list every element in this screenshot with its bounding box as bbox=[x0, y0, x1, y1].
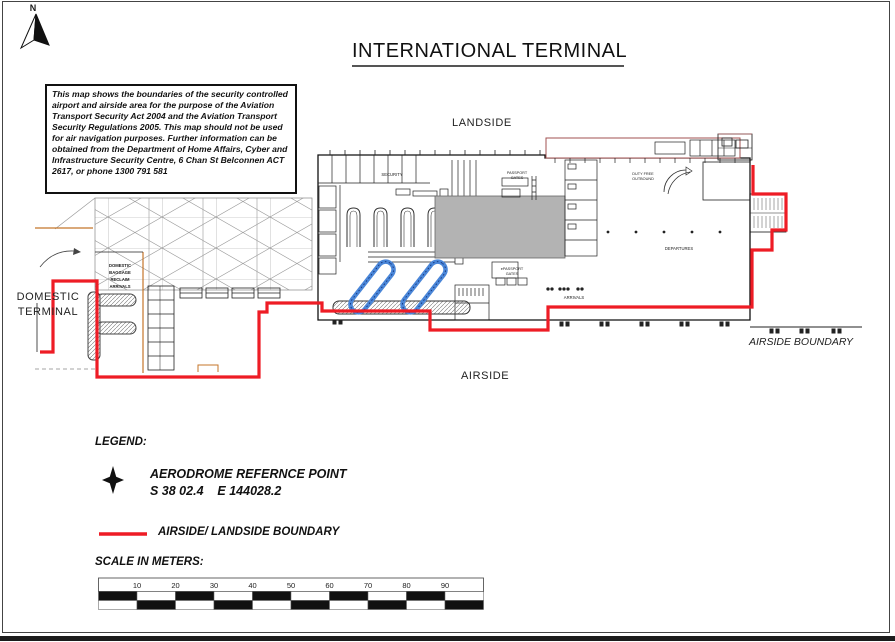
domestic-baggage-label-4: ARRIVALS bbox=[109, 284, 130, 289]
svg-text:30: 30 bbox=[210, 581, 218, 590]
northeast-annex bbox=[717, 133, 753, 161]
arrivals-rooms bbox=[454, 261, 584, 321]
apron-edge bbox=[332, 319, 862, 334]
page-border bbox=[2, 1, 890, 633]
passport-gates-upper bbox=[501, 176, 537, 200]
passport-gates-upper-label-2: GATES bbox=[511, 176, 524, 180]
north-label: N bbox=[30, 3, 37, 13]
svg-text:90: 90 bbox=[441, 581, 449, 590]
security-label: SECURITY bbox=[381, 172, 402, 177]
dutyfree-label-1: DUTY FREE bbox=[632, 172, 654, 176]
central-roof-block bbox=[434, 195, 566, 259]
domestic-baggage-label-1: DOMESTIC bbox=[109, 263, 131, 268]
svg-text:40: 40 bbox=[248, 581, 256, 590]
north-arrow-icon: N bbox=[19, 3, 50, 50]
landside-label: LANDSIDE bbox=[452, 117, 512, 129]
domestic-terminal-line2: TERMINAL bbox=[17, 306, 79, 318]
legend-boundary-label: AIRSIDE/ LANDSIDE BOUNDARY bbox=[158, 526, 340, 538]
dutyfree-arrow bbox=[663, 169, 691, 195]
domestic-baggage-label-3: RECLAIM bbox=[110, 277, 130, 282]
airside-landside-boundary-line bbox=[40, 165, 788, 379]
domestic-terminal-line1: DOMESTIC bbox=[16, 291, 80, 303]
passport-gates-upper-label-1: PASSPORT bbox=[507, 171, 528, 175]
legend-heading: LEGEND: bbox=[95, 436, 147, 448]
scale-heading: SCALE IN METERS: bbox=[95, 556, 204, 568]
svg-text:60: 60 bbox=[325, 581, 333, 590]
passport-gates-lower-label-1: ePASSPORT bbox=[501, 267, 524, 271]
departures-lounge bbox=[606, 166, 722, 234]
terminal-roof-ticks bbox=[329, 150, 541, 155]
arrivals-label: ARRIVALS bbox=[564, 295, 585, 300]
security-notice-box: This map shows the boundaries of the sec… bbox=[45, 84, 297, 194]
dutyfree-label-2: OUTBOUND bbox=[632, 177, 654, 181]
scale-bar: 10 20 30 40 50 60 70 80 90 bbox=[98, 577, 484, 610]
airside-boundary-label: AIRSIDE BOUNDARY bbox=[749, 336, 854, 348]
svg-text:10: 10 bbox=[133, 581, 141, 590]
passport-gates-lower-label-2: GATES bbox=[506, 272, 519, 276]
svg-text:20: 20 bbox=[171, 581, 179, 590]
domestic-terminal-label: DOMESTIC TERMINAL bbox=[10, 290, 86, 320]
departures-label: DEPARTURES bbox=[665, 246, 693, 251]
page-title: INTERNATIONAL TERMINAL bbox=[352, 40, 627, 67]
page-bottom-rule bbox=[0, 636, 895, 641]
airside-label: AIRSIDE bbox=[461, 370, 510, 382]
checkin-hall bbox=[318, 155, 477, 275]
svg-text:70: 70 bbox=[364, 581, 372, 590]
service-bracket bbox=[197, 364, 219, 372]
aerodrome-reference-point-icon bbox=[102, 466, 124, 494]
east-rooms-column bbox=[564, 159, 598, 257]
aerodrome-reference-point-label: AERODROME REFERNCE POINT bbox=[150, 467, 347, 481]
domestic-baggage-label-2: BAGGAGE bbox=[109, 270, 131, 275]
corner-room bbox=[702, 161, 751, 201]
svg-text:50: 50 bbox=[287, 581, 295, 590]
security-notice-text: This map shows the boundaries of the sec… bbox=[52, 89, 288, 176]
top-annex-ticks bbox=[554, 158, 736, 163]
svg-text:80: 80 bbox=[402, 581, 410, 590]
domestic-area-structures bbox=[35, 248, 281, 371]
aerodrome-reference-point-coords: S 38 02.4 E 144028.2 bbox=[150, 484, 282, 498]
canopy-lattice bbox=[54, 197, 313, 291]
